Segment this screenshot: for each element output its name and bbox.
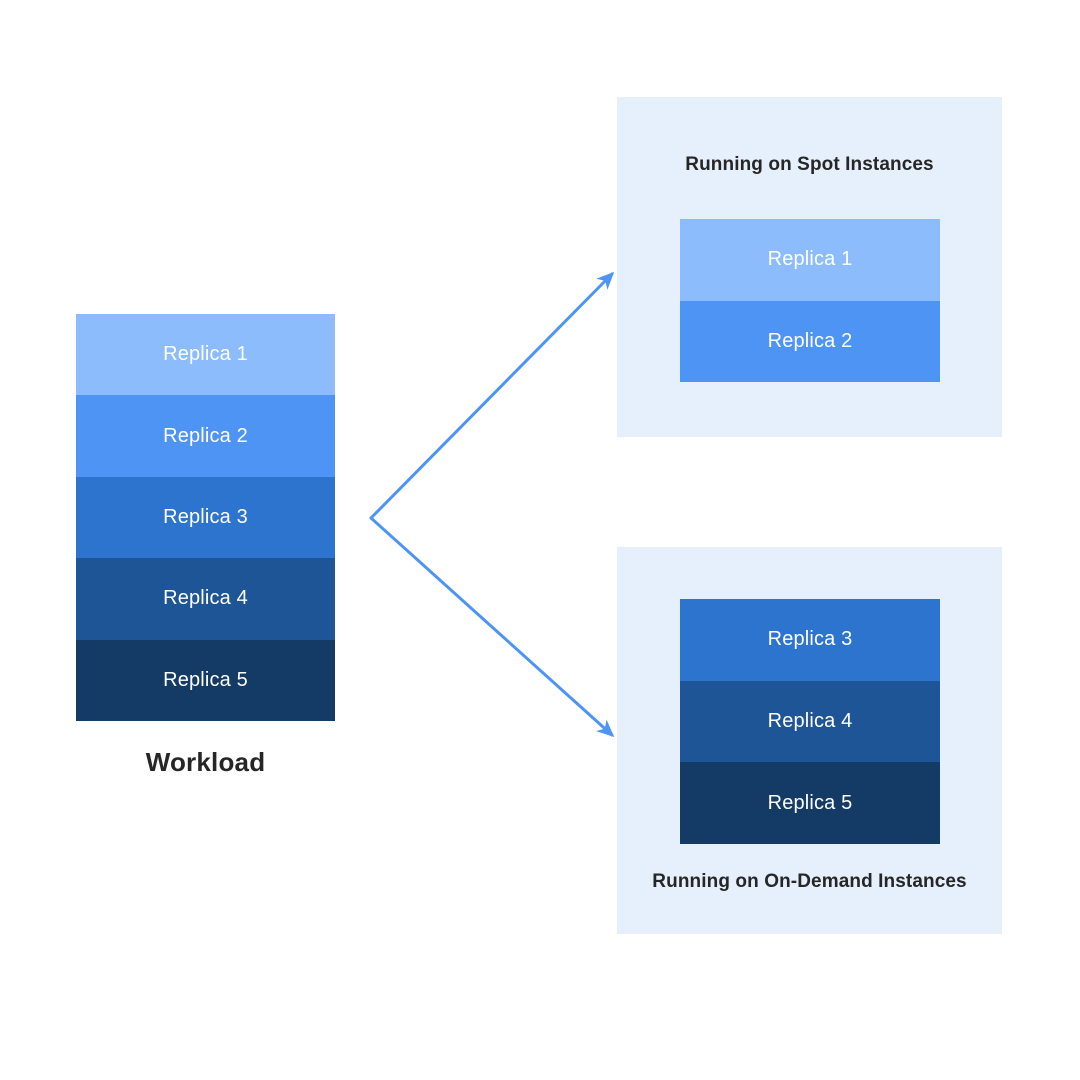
workload-replica-2-label: Replica 2 (163, 424, 248, 447)
ondemand-replica-3-label: Replica 3 (767, 628, 853, 651)
spot-replica-stack: Replica 1 Replica 2 (680, 219, 940, 382)
workload-replica-3-label: Replica 3 (163, 506, 248, 529)
panel-ondemand-title: Running on On-Demand Instances (652, 871, 967, 892)
workload-replica-2: Replica 2 (76, 395, 335, 477)
spot-replica-2: Replica 2 (680, 300, 940, 382)
ondemand-replica-stack: Replica 3 Replica 4 Replica 5 (680, 599, 940, 845)
panel-spot-title: Running on Spot Instances (685, 154, 934, 175)
ondemand-replica-3: Replica 3 (680, 599, 940, 681)
workload-replica-4-label: Replica 4 (163, 587, 248, 610)
panel-spot-instances: Running on Spot Instances Replica 1 Repl… (617, 97, 1002, 437)
spot-replica-1-label: Replica 1 (767, 248, 853, 271)
workload-replica-4: Replica 4 (76, 558, 335, 640)
workload-replica-stack: Replica 1 Replica 2 Replica 3 Replica 4 … (76, 314, 335, 722)
arrow-to-ondemand (369, 516, 615, 738)
workload-replica-1: Replica 1 (76, 314, 335, 396)
panel-ondemand-instances: Replica 3 Replica 4 Replica 5 Running on… (617, 547, 1002, 934)
arrow-to-spot (369, 271, 615, 520)
ondemand-replica-5-label: Replica 5 (767, 791, 853, 814)
workload-replica-3: Replica 3 (76, 476, 335, 559)
ondemand-replica-4-label: Replica 4 (767, 710, 853, 732)
spot-replica-1: Replica 1 (680, 219, 940, 301)
workload-label: Workload (145, 747, 266, 777)
workload-group: Replica 1 Replica 2 Replica 3 Replica 4 … (76, 314, 335, 778)
ondemand-replica-4: Replica 4 (680, 680, 940, 763)
ondemand-replica-5: Replica 5 (680, 762, 940, 845)
workload-replica-5-label: Replica 5 (163, 668, 248, 691)
workload-replica-1-label: Replica 1 (163, 343, 248, 366)
workload-replica-5: Replica 5 (76, 639, 335, 722)
spot-replica-2-label: Replica 2 (767, 329, 853, 352)
